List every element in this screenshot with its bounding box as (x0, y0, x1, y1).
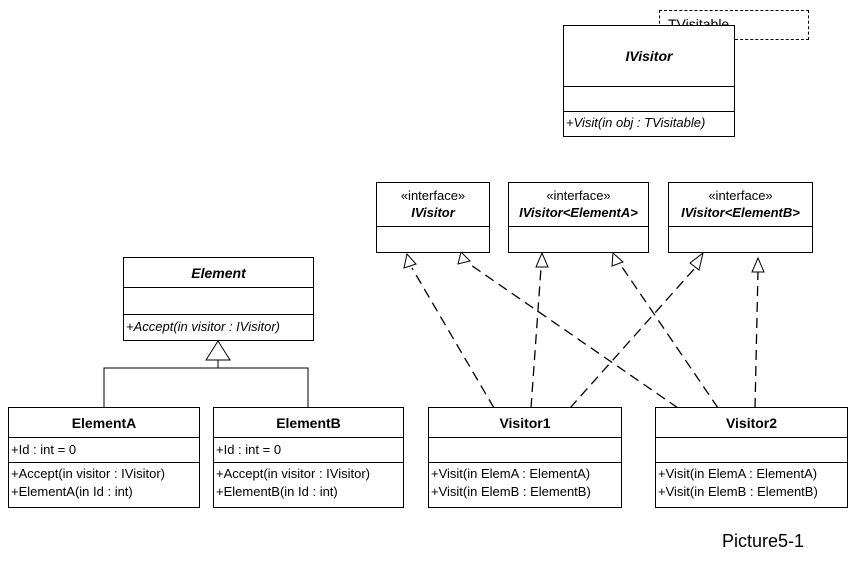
class-name-compartment: IVisitor (564, 26, 734, 87)
element-b-class: ElementB +Id : int = 0 +Accept(in visito… (213, 407, 404, 508)
arrowhead-ivisitor-2 (457, 251, 471, 265)
stereotype-label: «interface» (708, 188, 773, 203)
class-name: ElementB (276, 414, 341, 431)
operation: +Visit(in ElemA : ElementA) (431, 466, 591, 481)
inheritance-line-element-a (103, 367, 218, 408)
operation: +ElementB(in Id : int) (216, 484, 338, 499)
inheritance-arrowhead (205, 340, 231, 361)
arrowhead-ivisitor-a-1 (535, 251, 549, 268)
attributes-compartment (429, 438, 621, 463)
realization-connectors (411, 262, 759, 409)
interface-name: IVisitor<ElementA> (519, 205, 638, 220)
visitor1-class: Visitor1 +Visit(in ElemA : ElementA) +Vi… (428, 407, 622, 508)
class-name: Element (191, 264, 246, 281)
interface-name: IVisitor<ElementB> (681, 205, 800, 220)
realization-visitor2-ivisitor (467, 262, 679, 409)
interface-name-compartment: «interface» IVisitor<ElementB> (669, 183, 812, 227)
empty-compartment (377, 227, 489, 252)
element-class: Element +Accept(in visitor : IVisitor) (123, 257, 314, 341)
operations-compartment: +Accept(in visitor : IVisitor) (124, 315, 313, 340)
operation: +Visit(in ElemB : ElementB) (658, 484, 818, 499)
arrowhead-ivisitor-b-2 (751, 256, 765, 273)
operation: +Accept(in visitor : IVisitor) (11, 466, 166, 481)
attribute: +Id : int = 0 (11, 442, 77, 457)
class-name-compartment: Visitor1 (429, 408, 621, 438)
empty-compartment (509, 227, 648, 252)
interface-ivisitor: «interface» IVisitor (376, 182, 490, 253)
operation: +Visit(in ElemB : ElementB) (431, 484, 591, 499)
visitor2-class: Visitor2 +Visit(in ElemA : ElementA) +Vi… (655, 407, 848, 508)
inheritance-line-element-b (218, 367, 309, 408)
class-name-compartment: Visitor2 (656, 408, 847, 438)
operation: +Accept(in visitor : IVisitor) (126, 319, 281, 334)
attributes-compartment (564, 87, 734, 112)
realization-visitor1-ivisitor-b (569, 267, 696, 409)
interface-name-compartment: «interface» IVisitor<ElementA> (509, 183, 648, 227)
figure-caption: Picture5-1 (722, 531, 805, 551)
arrowhead-ivisitor-b-1 (689, 251, 704, 271)
empty-compartment (669, 227, 812, 252)
interface-ivisitor-element-b: «interface» IVisitor<ElementB> (668, 182, 813, 253)
operation: +Accept(in visitor : IVisitor) (216, 466, 371, 481)
interface-name-compartment: «interface» IVisitor (377, 183, 489, 227)
operation: +Visit(in obj : TVisitable) (566, 115, 706, 130)
class-name: ElementA (71, 414, 137, 431)
realization-visitor2-ivisitor-a (619, 263, 719, 409)
arrowhead-ivisitor-1 (403, 252, 417, 269)
operations-compartment: +Visit(in ElemA : ElementA) +Visit(in El… (656, 463, 847, 507)
attributes-compartment (124, 288, 313, 315)
operations-compartment: +Accept(in visitor : IVisitor) +ElementA… (9, 463, 199, 507)
realization-visitor2-ivisitor-b (754, 269, 759, 409)
attribute: +Id : int = 0 (216, 442, 282, 457)
stereotype-label: «interface» (546, 188, 611, 203)
class-name: Visitor2 (725, 414, 778, 431)
class-name-compartment: ElementA (9, 408, 199, 438)
attributes-compartment (656, 438, 847, 463)
operation: +Visit(in ElemA : ElementA) (658, 466, 818, 481)
operation: +ElementA(in Id : int) (11, 484, 133, 499)
attributes-compartment: +Id : int = 0 (9, 438, 199, 463)
operations-compartment: +Accept(in visitor : IVisitor) +ElementB… (214, 463, 403, 507)
operations-compartment: +Visit(in ElemA : ElementA) +Visit(in El… (429, 463, 621, 507)
arrowhead-ivisitor-a-2 (611, 251, 624, 267)
stereotype-label: «interface» (400, 188, 466, 203)
class-name-compartment: Element (124, 258, 313, 288)
realization-visitor1-ivisitor (411, 267, 495, 409)
attributes-compartment: +Id : int = 0 (214, 438, 403, 463)
class-name: Visitor1 (499, 414, 551, 431)
operations-compartment: +Visit(in obj : TVisitable) (564, 112, 734, 136)
interface-name: IVisitor (411, 205, 455, 220)
class-name-compartment: ElementB (214, 408, 403, 438)
realization-visitor1-ivisitor-a (530, 267, 542, 409)
interface-ivisitor-element-a: «interface» IVisitor<ElementA> (508, 182, 649, 253)
element-a-class: ElementA +Id : int = 0 +Accept(in visito… (8, 407, 200, 508)
generic-ivisitor-class: IVisitor +Visit(in obj : TVisitable) (563, 25, 735, 137)
realization-arrowheads (403, 251, 765, 273)
inheritance-connector (103, 340, 309, 408)
class-name: IVisitor (625, 48, 673, 64)
